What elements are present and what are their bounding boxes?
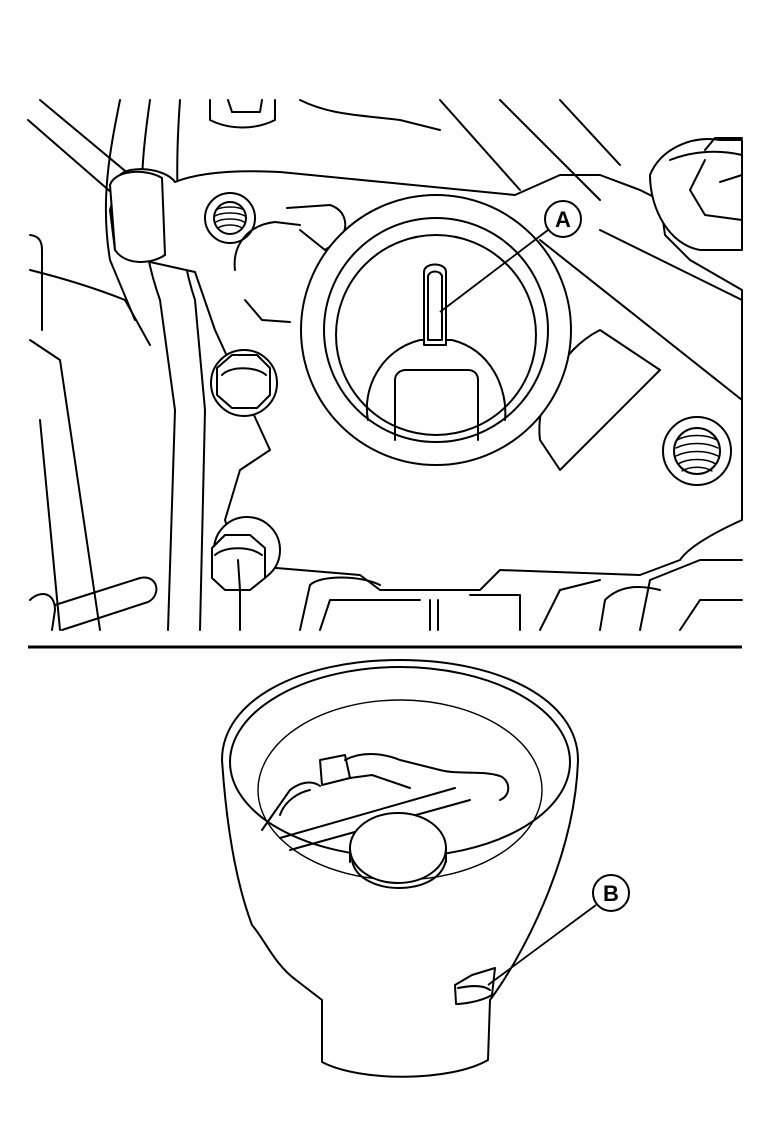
lower-view <box>221 659 579 1078</box>
callout-b-circle <box>592 874 630 912</box>
callout-b-label: B <box>603 881 619 906</box>
callout-a: A <box>439 200 582 313</box>
callout-a-circle <box>544 200 582 238</box>
upper-view <box>27 99 743 631</box>
callout-a-label: A <box>555 207 571 232</box>
callout-b: B <box>487 874 630 986</box>
